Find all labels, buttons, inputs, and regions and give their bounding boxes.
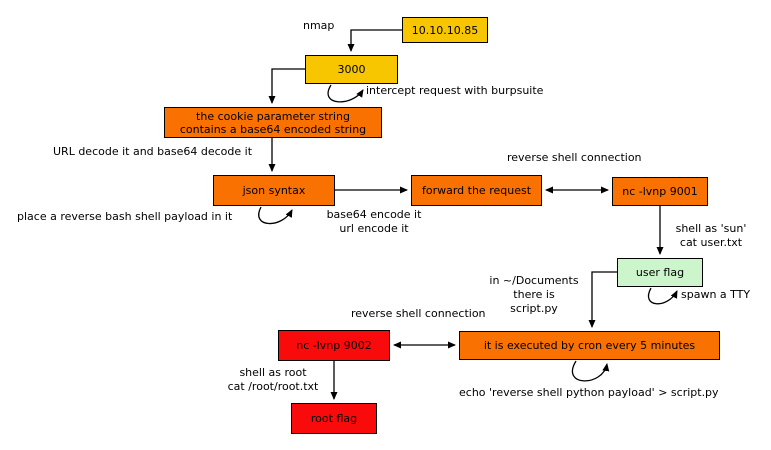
node-cookie-param-line2: contains a base64 encoded string xyxy=(179,122,367,136)
node-nc-9001-label: nc -lvnp 9001 xyxy=(622,185,698,198)
label-in-documents: in ~/Documents xyxy=(489,274,579,287)
label-intercept-burpsuite: intercept request with burpsuite xyxy=(366,84,544,97)
label-base64-encode: base64 encode it xyxy=(326,208,422,221)
label-url-encode: url encode it xyxy=(339,222,409,235)
label-nmap: nmap xyxy=(303,19,335,32)
node-target-ip: 10.10.10.85 xyxy=(402,17,488,43)
loop-userflag-tty xyxy=(648,287,678,305)
loop-json-payload xyxy=(258,206,293,225)
node-nc-9002: nc -lvnp 9002 xyxy=(278,330,390,361)
loop-cron-echo xyxy=(572,360,610,382)
node-json-syntax-label: json syntax xyxy=(242,184,306,197)
node-json-syntax: json syntax xyxy=(213,175,335,206)
node-cookie-param: the cookie parameter string contains a b… xyxy=(164,107,382,138)
node-cookie-param-line1: the cookie parameter string xyxy=(196,109,350,123)
label-documents-block: in ~/Documents there is script.py xyxy=(482,274,586,316)
loop-port-intercept xyxy=(327,84,364,103)
node-nc-9001: nc -lvnp 9001 xyxy=(612,177,708,206)
label-echo-payload: echo 'reverse shell python payload' > sc… xyxy=(459,386,719,399)
node-target-ip-label: 10.10.10.85 xyxy=(411,23,479,37)
label-shell-as-sun: shell as 'sun' xyxy=(675,222,747,235)
node-port-3000: 3000 xyxy=(305,55,398,84)
label-reverse-shell-top: reverse shell connection xyxy=(507,151,642,164)
node-user-flag-label: user flag xyxy=(635,266,685,279)
label-place-payload: place a reverse bash shell payload in it xyxy=(17,210,233,223)
edge-ip-to-port xyxy=(347,29,402,52)
node-root-flag-label: root flag xyxy=(310,412,358,425)
node-nc-9002-label: nc -lvnp 9002 xyxy=(296,339,372,352)
node-root-flag: root flag xyxy=(291,403,377,434)
label-script-py: script.py xyxy=(510,302,558,315)
node-port-3000-label: 3000 xyxy=(337,63,366,76)
label-cat-root-txt: cat /root/root.txt xyxy=(227,380,319,393)
edge-port-to-cookie xyxy=(268,68,305,104)
label-spawn-tty: spawn a TTY xyxy=(681,288,751,301)
label-url-decode: URL decode it and base64 decode it xyxy=(53,145,253,158)
label-shell-root-block: shell as root cat /root/root.txt xyxy=(220,366,326,394)
node-cron-exec: it is executed by cron every 5 minutes xyxy=(459,331,720,360)
label-encode-block: base64 encode it url encode it xyxy=(318,208,430,236)
node-user-flag: user flag xyxy=(617,258,703,287)
node-cron-exec-label: it is executed by cron every 5 minutes xyxy=(483,339,696,352)
label-shell-sun-block: shell as 'sun' cat user.txt xyxy=(668,222,754,250)
node-forward-request: forward the request xyxy=(411,175,542,206)
label-shell-as-root: shell as root xyxy=(239,366,307,379)
label-reverse-shell-bottom: reverse shell connection xyxy=(351,307,486,320)
label-there-is: there is xyxy=(513,288,555,301)
node-forward-request-label: forward the request xyxy=(421,184,532,197)
node-cookie-param-label: the cookie parameter string contains a b… xyxy=(180,110,366,136)
edge-userflag-to-cron xyxy=(588,271,617,328)
label-cat-user-txt: cat user.txt xyxy=(679,236,743,249)
